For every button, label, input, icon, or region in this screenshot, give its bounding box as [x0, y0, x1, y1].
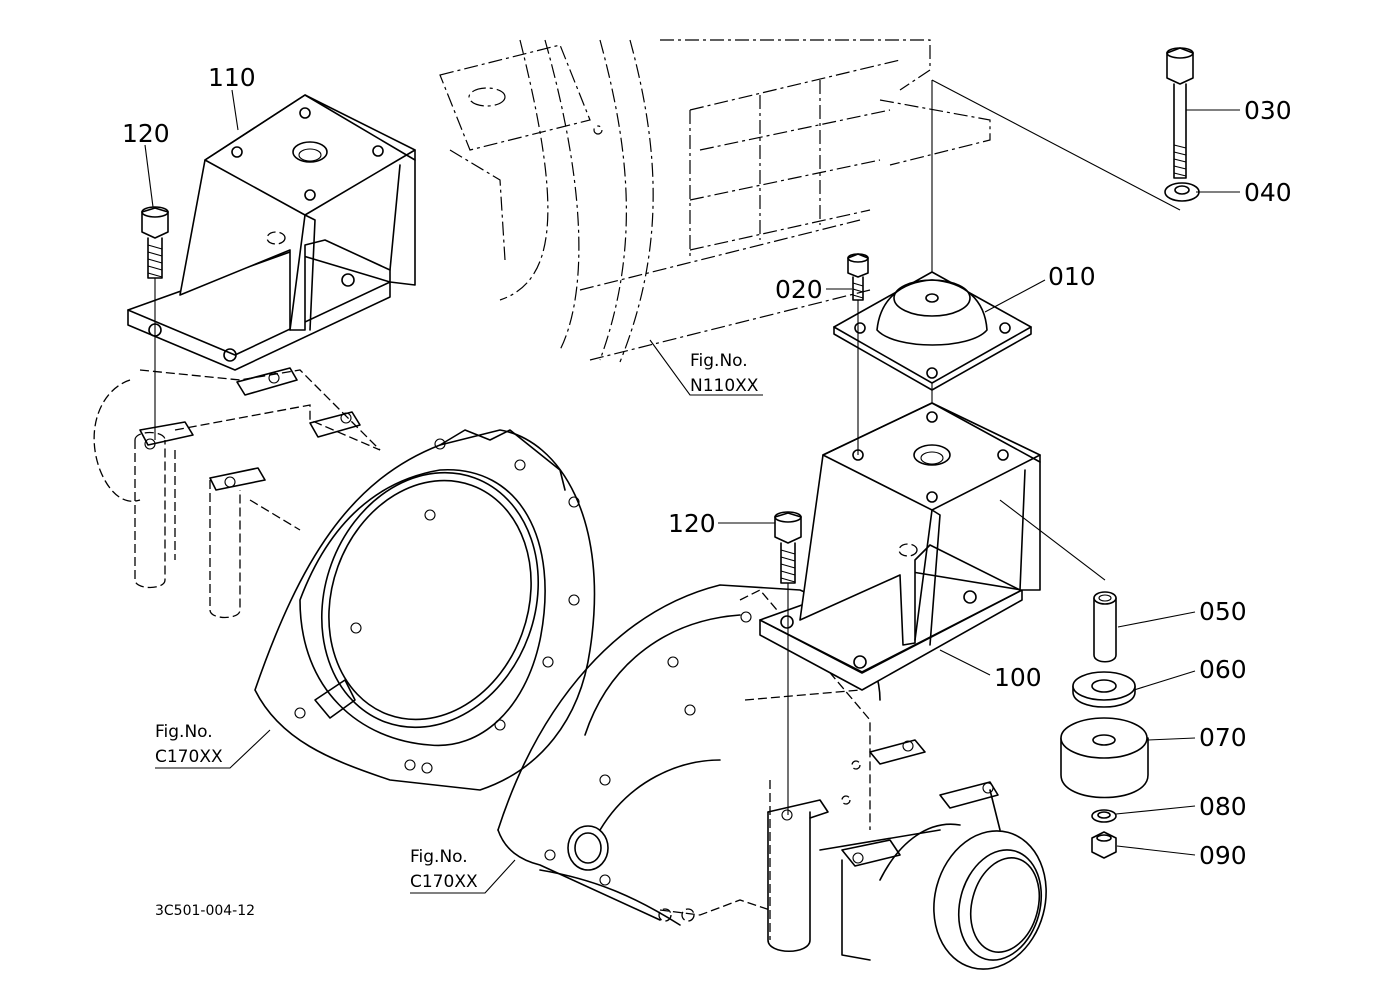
bolt-120-right	[774, 511, 802, 584]
fig-ref-code-left: C170XX	[155, 747, 223, 767]
fig-ref-code-frame: N110XX	[690, 376, 759, 396]
part-label-070: 070	[1199, 723, 1247, 752]
bolt-030	[1166, 47, 1194, 179]
rubber-cushion-070	[1060, 717, 1149, 799]
rubber-mount-010	[833, 271, 1032, 391]
fig-ref-code-bottom: C170XX	[410, 872, 478, 892]
bracket-100	[759, 402, 1041, 691]
fig-ref-label-left: Fig.No.	[155, 722, 213, 742]
part-label-110: 110	[208, 63, 256, 92]
collar-050	[1093, 591, 1117, 663]
part-label-010: 010	[1048, 262, 1096, 291]
part-label-020: 020	[775, 275, 823, 304]
drawing-code: 3C501-004-12	[155, 903, 255, 919]
part-label-120-right: 120	[668, 509, 716, 538]
part-label-060: 060	[1199, 655, 1247, 684]
part-label-050: 050	[1199, 597, 1247, 626]
nut-090	[1091, 831, 1117, 859]
bottom-transmission-case	[497, 584, 1047, 970]
spring-washer-080	[1091, 809, 1117, 823]
frame-outline	[439, 39, 991, 363]
labels: 110 120 030 040 010 020 120 100 050 060 …	[122, 63, 1292, 919]
left-transmission-case	[93, 367, 596, 791]
part-label-120-left: 120	[122, 119, 170, 148]
washer-040	[1164, 182, 1200, 202]
fig-ref-label-bottom: Fig.No.	[410, 847, 468, 867]
bolt-120-left	[141, 206, 169, 440]
bracket-110	[127, 94, 416, 371]
part-label-040: 040	[1244, 178, 1292, 207]
assembly-lines	[787, 79, 1181, 815]
fig-ref-label-frame: Fig.No.	[690, 351, 748, 371]
part-label-090: 090	[1199, 841, 1247, 870]
part-label-080: 080	[1199, 792, 1247, 821]
part-label-100: 100	[994, 663, 1042, 692]
washer-060	[1072, 671, 1136, 708]
part-label-030: 030	[1244, 96, 1292, 125]
